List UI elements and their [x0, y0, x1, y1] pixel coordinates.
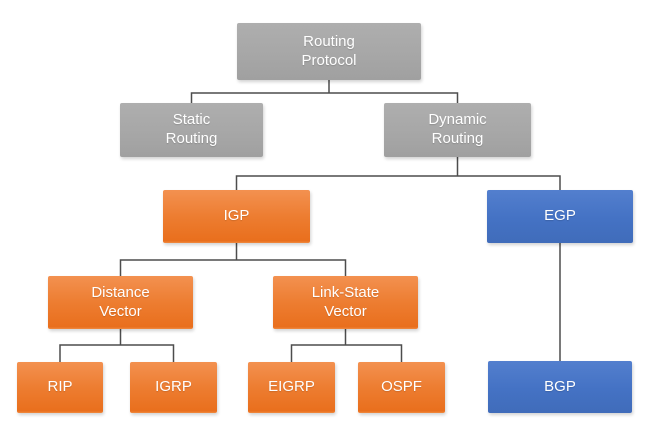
node-routing-protocol: Routing Protocol: [237, 23, 421, 80]
node-static-routing: Static Routing: [120, 103, 263, 157]
node-link-state-vector: Link-State Vector: [273, 276, 418, 329]
node-rip-label: RIP: [47, 378, 73, 396]
node-static-routing-label: Static Routing: [165, 111, 218, 147]
node-rip: RIP: [17, 362, 103, 413]
node-igp-label: IGP: [223, 207, 250, 225]
node-distance-vector: Distance Vector: [48, 276, 193, 329]
node-egp: EGP: [487, 190, 633, 243]
node-eigrp-label: EIGRP: [268, 378, 315, 396]
node-dynamic-routing-label: Dynamic Routing: [428, 111, 487, 147]
node-routing-protocol-label: Routing Protocol: [301, 32, 357, 69]
node-bgp-label: BGP: [544, 377, 576, 395]
node-igrp: IGRP: [130, 362, 217, 413]
node-eigrp: EIGRP: [248, 362, 335, 413]
node-dynamic-routing: Dynamic Routing: [384, 103, 531, 157]
node-igp: IGP: [163, 190, 310, 243]
node-ospf: OSPF: [358, 362, 445, 413]
node-igrp-label: IGRP: [155, 378, 192, 396]
node-ospf-label: OSPF: [381, 378, 422, 396]
node-egp-label: EGP: [544, 207, 576, 225]
node-distance-vector-label: Distance Vector: [91, 283, 150, 320]
node-bgp: BGP: [488, 361, 632, 413]
node-link-state-vector-label: Link-State Vector: [311, 283, 380, 320]
